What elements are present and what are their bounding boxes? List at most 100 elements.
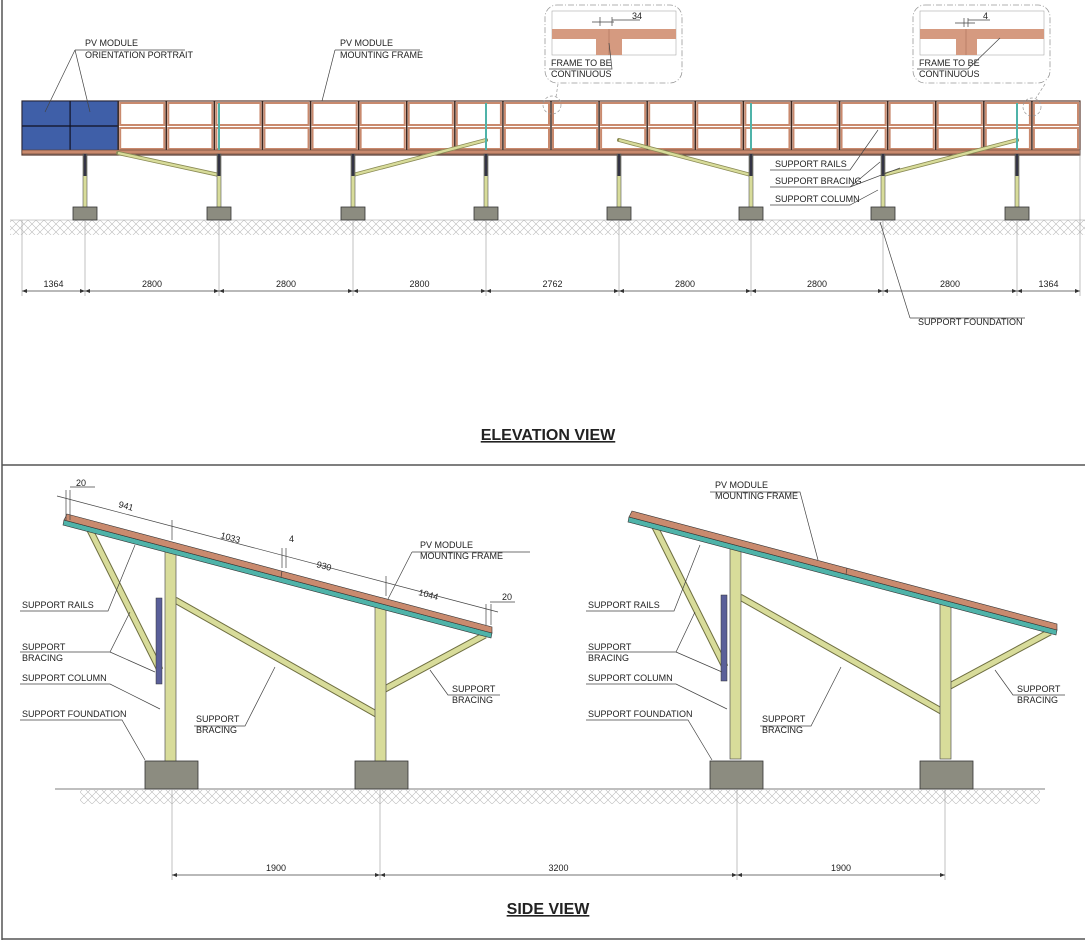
frame-cell (263, 127, 310, 150)
label-support-column: SUPPORT COLUMN (588, 673, 673, 683)
label-support-bracing: SUPPORT (762, 714, 806, 724)
callout-note: CONTINUOUS (551, 69, 612, 79)
support-foundation (709, 760, 764, 790)
frame-cell (119, 127, 166, 150)
frame-cell (984, 102, 1031, 126)
frame-cell (263, 102, 310, 126)
mounting-frame (628, 510, 1058, 631)
side-structure-2 (627, 510, 1058, 790)
support-bracing (652, 525, 728, 669)
frame-cell (215, 127, 262, 150)
label-support-bracing: SUPPORT (588, 642, 632, 652)
column-top (351, 154, 355, 176)
label-support-bracing: SUPPORT (452, 684, 496, 694)
support-bracing (381, 632, 487, 693)
supports (72, 103, 1030, 296)
support-foundation (144, 760, 199, 790)
frame-cell (840, 127, 887, 150)
support-column (729, 544, 742, 760)
dimension-label: 2800 (675, 279, 695, 289)
frame-cell (119, 102, 166, 126)
label-frame: MOUNTING FRAME (420, 551, 503, 561)
dimension-label: 3200 (548, 863, 568, 873)
label-support-rails: SUPPORT RAILS (588, 600, 660, 610)
support-column (164, 547, 177, 763)
frame-cell (1032, 102, 1079, 126)
callout-note: FRAME TO BE (551, 58, 612, 68)
frame-cell (936, 127, 983, 150)
dim-label: 20 (76, 478, 86, 488)
support-bracing (117, 151, 220, 177)
frame-cell (311, 127, 358, 150)
label-support-rails: SUPPORT RAILS (775, 159, 847, 169)
dim-label: 1044 (417, 587, 439, 602)
bottom-rail (21, 149, 1081, 155)
frame-cell (600, 102, 647, 126)
frame-cell (888, 127, 935, 150)
ground-hatch (10, 220, 1085, 235)
detail-callout-1: 34 FRAME TO BE CONTINUOUS (542, 4, 683, 115)
mounting-frame (63, 513, 493, 634)
frame-cell (744, 102, 791, 126)
support-column (374, 605, 387, 763)
support-bracing (946, 629, 1052, 690)
frame-cell (215, 102, 262, 126)
callout-dim: 34 (632, 11, 642, 21)
side-view-title: SIDE VIEW (507, 901, 591, 918)
column-top (484, 154, 488, 176)
frame-cell (167, 102, 214, 126)
frame-cell (455, 102, 502, 126)
label-support-bracing: SUPPORT (196, 714, 240, 724)
label-support-column: SUPPORT COLUMN (775, 194, 860, 204)
label-frame: MOUNTING FRAME (715, 491, 798, 501)
frame-cell (888, 102, 935, 126)
frame-cell (1032, 127, 1079, 150)
mounting-frame (21, 100, 1081, 156)
label-frame: PV MODULE (420, 540, 473, 550)
label-support-foundation: SUPPORT FOUNDATION (588, 709, 693, 719)
column-top (83, 154, 87, 176)
dimension-label: 2762 (542, 279, 562, 289)
frame-cell (600, 127, 647, 150)
label-frame-2: MOUNTING FRAME (340, 50, 423, 60)
elevation-view: PV MODULE ORIENTATION PORTRAIT PV MODULE… (10, 4, 1085, 444)
support-bracing (618, 138, 752, 177)
side-structure-1 (62, 513, 493, 790)
frame-cell (792, 127, 839, 150)
elevation-view-title: ELEVATION VIEW (481, 427, 616, 444)
dim-label: 1033 (219, 530, 241, 545)
side-labels-1: SUPPORT RAILS SUPPORT BRACING SUPPORT CO… (20, 540, 530, 761)
label-pv-module: PV MODULE (85, 38, 138, 48)
support-foundation (738, 206, 764, 221)
label-support-bracing: BRACING (1017, 695, 1058, 705)
frame-cell (696, 127, 743, 150)
support-foundation (870, 206, 896, 221)
dimension-label: 2800 (409, 279, 429, 289)
label-support-column: SUPPORT COLUMN (22, 673, 107, 683)
frame-cell (840, 102, 887, 126)
frame-cell (407, 102, 454, 126)
dim-label: 4 (289, 534, 294, 544)
label-support-foundation: SUPPORT FOUNDATION (22, 709, 127, 719)
bracket-plate (155, 597, 163, 685)
frame-cell (359, 102, 406, 126)
frame-cell (648, 127, 695, 150)
frame-cell (167, 127, 214, 150)
frame-cell (311, 102, 358, 126)
frame-cell (407, 127, 454, 150)
support-bracing (738, 594, 945, 715)
column-top (749, 154, 753, 176)
frame-cell (552, 102, 599, 126)
frame-cell (552, 127, 599, 150)
label-pv-orientation: ORIENTATION PORTRAIT (85, 50, 194, 60)
column-top (1015, 154, 1019, 176)
dimension-label: 2800 (142, 279, 162, 289)
dim-label: 930 (315, 559, 332, 573)
dimension-label: 2800 (276, 279, 296, 289)
support-foundation (919, 760, 974, 790)
dimension-label: 2800 (807, 279, 827, 289)
support-bracing (87, 528, 163, 672)
frame-cell (792, 102, 839, 126)
